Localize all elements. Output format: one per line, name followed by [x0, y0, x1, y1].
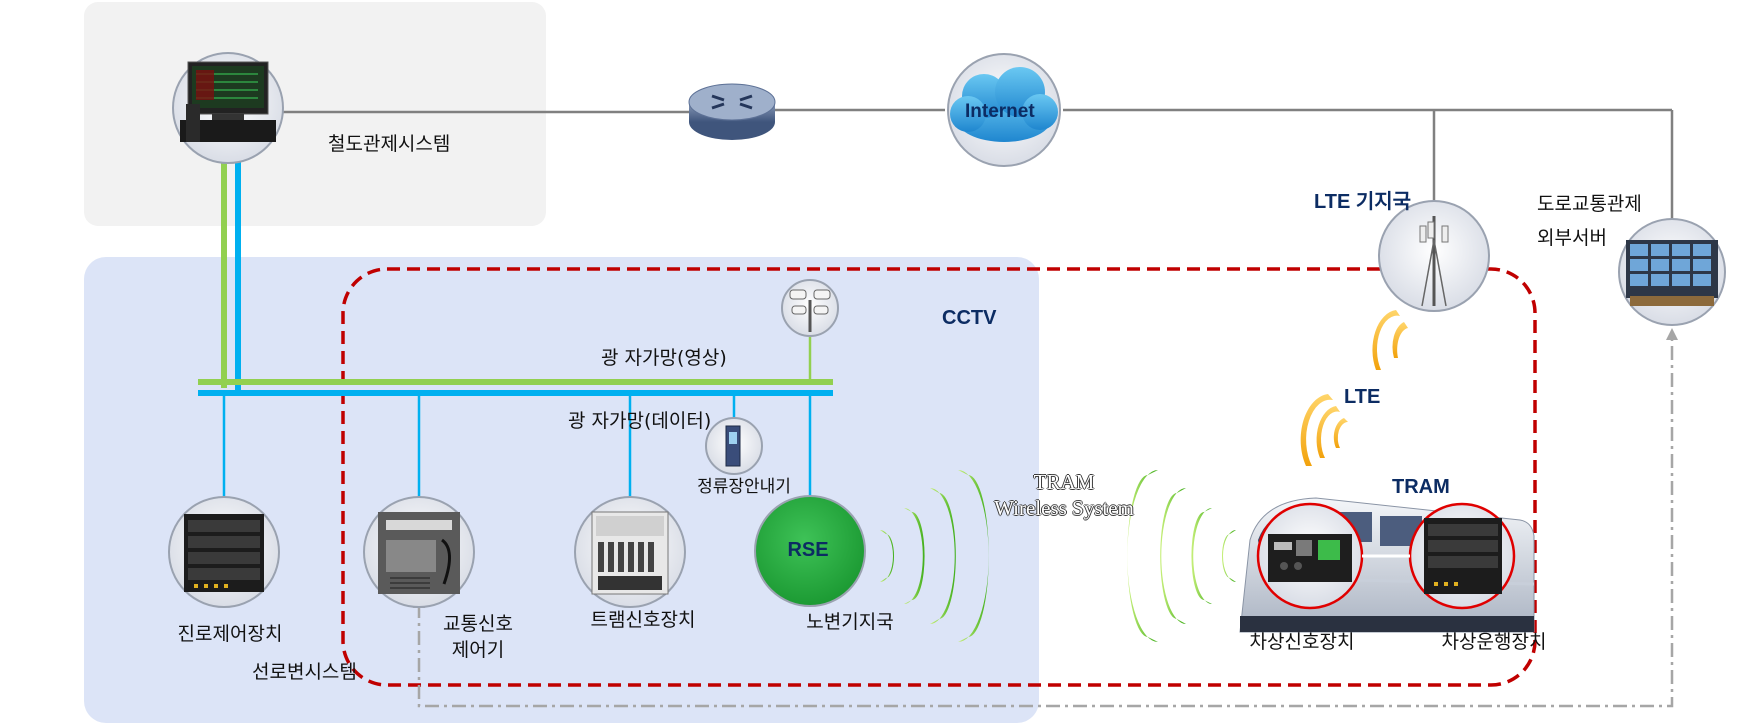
onboard-signal-label: 차상신호장치: [1249, 631, 1355, 653]
fiber-data-label: 광 자가망(데이터): [568, 410, 712, 432]
rail-control-label: 철도관제시스템: [328, 133, 451, 155]
fiber-video-label: 광 자가망(영상): [601, 347, 727, 369]
tram-system-boundary: [341, 267, 1537, 687]
rse-label: RSE: [787, 539, 829, 561]
traffic-signal-label-2: 제어기: [451, 639, 505, 661]
cctv-label: CCTV: [942, 307, 997, 329]
stop-guide-label: 정류장안내기: [697, 477, 791, 497]
wayside-region: [84, 257, 1039, 723]
rse-antenna-icon: [754, 495, 866, 607]
cloud-icon: [947, 53, 1061, 167]
tram-signal-label: 트램신호장치: [590, 609, 696, 631]
control-room-icon: [1618, 218, 1726, 326]
tram-signal-cabinet-icon: [574, 496, 686, 608]
external-server-link: [417, 336, 1674, 708]
external-server-label: 외부서버: [1537, 227, 1607, 249]
traffic-controller-icon: [363, 496, 475, 608]
network-links: [278, 108, 1674, 262]
wayside-system-label: 선로변시스템: [252, 661, 357, 683]
router-icon: [688, 83, 776, 140]
arrow-up-icon: [1666, 328, 1678, 340]
route-control-rack-icon: [168, 496, 280, 608]
rse-station-label: 노변기지국: [806, 611, 894, 633]
fiber-drops: [222, 396, 812, 497]
lte-label: LTE: [1344, 386, 1381, 408]
onboard-operation-device-icon: [1408, 502, 1516, 610]
onboard-operation-label: 차상운행장치: [1441, 631, 1547, 653]
road-control-label: 도로교통관제: [1537, 193, 1642, 215]
rail-control-region: [84, 2, 546, 226]
tram-wireless-label-1: TRAM: [1033, 470, 1095, 494]
control-workstation-icon: [172, 52, 284, 164]
cctv-camera-icon: [781, 279, 839, 337]
traffic-signal-label-1: 교통신호: [443, 613, 513, 635]
lte-wave-icon: [1300, 310, 1408, 466]
onboard-signal-device-icon: [1256, 502, 1364, 610]
lte-tower-icon: [1378, 200, 1490, 312]
internet-label: Internet: [965, 101, 1035, 122]
stop-guide-icon: [705, 417, 763, 475]
route-control-label: 진로제어장치: [177, 623, 283, 645]
tram-label: TRAM: [1392, 476, 1450, 498]
wireless-wave-icon: [1127, 470, 1236, 642]
tram-wireless-label-2: Wireless System: [994, 496, 1134, 520]
lte-base-label: LTE 기지국: [1314, 191, 1412, 213]
